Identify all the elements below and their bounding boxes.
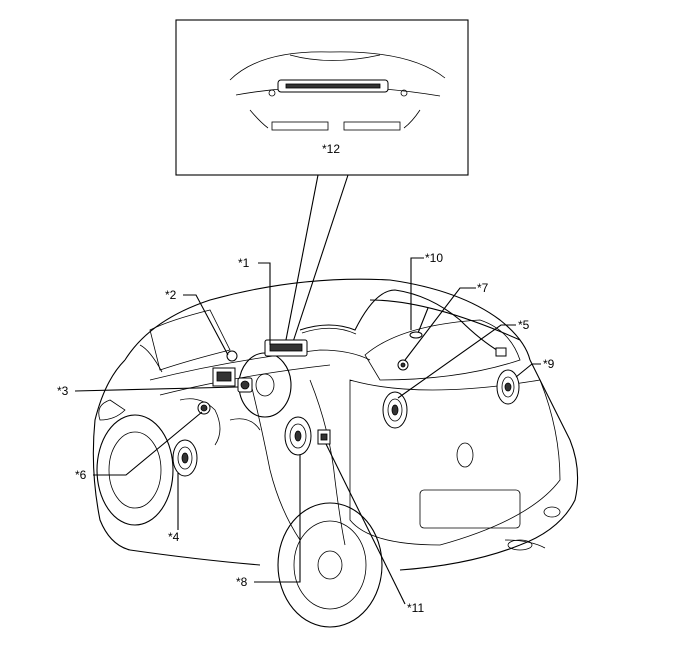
callout-12: *12 [322,142,340,156]
part-front-tweeter [237,377,253,393]
callout-4: *4 [168,530,180,544]
far-rear-wheel [504,539,546,549]
callout-10: *10 [425,251,443,265]
front-wheel [96,414,174,526]
callout-9: *9 [543,357,555,371]
part-rear-door-speaker [284,416,312,456]
callout-3: *3 [57,384,69,398]
inset-frame [175,19,469,176]
part-dash-unit [212,350,238,387]
callout-5: *5 [518,318,530,332]
part-antenna-cable [299,289,507,357]
callout-7: *7 [477,281,489,295]
part-roof-connector [397,359,409,371]
part-rear-speaker-right [496,369,520,405]
leader-lines [74,257,541,605]
vehicle-body [92,278,579,571]
callout-11: *11 [407,601,424,615]
inset-headliner [229,51,446,81]
part-radio-receiver [264,339,308,357]
part-connector-bracket [317,429,331,445]
callout-6: *6 [75,468,87,482]
callout-1: *1 [238,256,250,270]
inset-detail: *12 [175,19,469,176]
rear-wheel [277,502,383,628]
callout-2: *2 [165,288,177,302]
part-front-small-speaker [197,401,211,415]
part-front-door-speaker [172,439,198,477]
part-rear-speaker-left [382,391,408,429]
callout-8: *8 [236,575,248,589]
license-plate-area [419,489,521,529]
